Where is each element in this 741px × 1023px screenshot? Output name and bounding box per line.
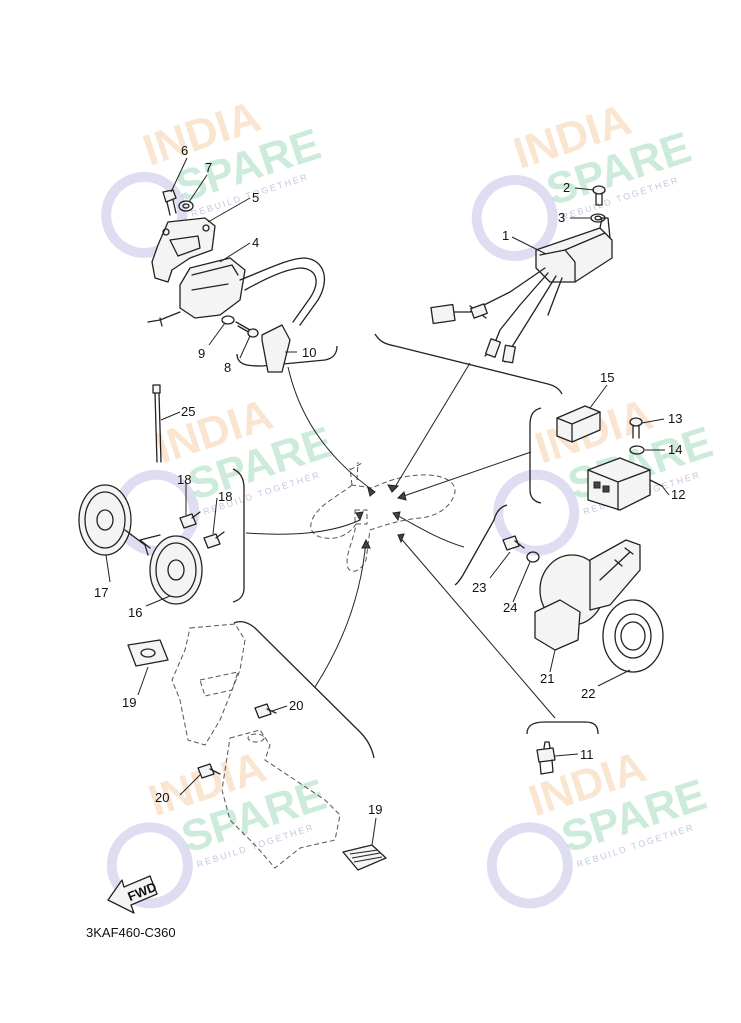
label-part-17: 17 bbox=[94, 585, 108, 600]
label-part-6: 6 bbox=[181, 143, 188, 158]
label-part-25: 25 bbox=[181, 404, 195, 419]
bolt-part-6 bbox=[162, 189, 177, 216]
label-part-1: 1 bbox=[502, 228, 509, 243]
bracket-part-5 bbox=[151, 217, 216, 283]
label-part-18b: 18 bbox=[218, 489, 232, 504]
label-part-8: 8 bbox=[224, 360, 231, 375]
cdi-unit bbox=[430, 217, 613, 364]
label-part-4: 4 bbox=[252, 235, 259, 250]
bracket-cover-group bbox=[233, 621, 375, 759]
bolt-part-23 bbox=[502, 535, 525, 551]
label-leaders bbox=[105, 157, 670, 846]
bracket-cdi-unit bbox=[374, 333, 563, 395]
drawing-code: 3KAF460-C360 bbox=[86, 925, 176, 940]
side-cover-lower bbox=[221, 729, 341, 869]
horn-part-16 bbox=[139, 534, 203, 605]
label-part-19b: 19 bbox=[368, 802, 382, 817]
label-part-23: 23 bbox=[472, 580, 486, 595]
side-cover-upper bbox=[171, 623, 246, 746]
bracket-horn-group bbox=[232, 468, 245, 603]
label-part-24: 24 bbox=[503, 600, 517, 615]
label-part-10: 10 bbox=[302, 345, 316, 360]
bolt-part-8 bbox=[235, 321, 259, 338]
vehicle-frame-outline bbox=[310, 461, 456, 572]
label-part-5: 5 bbox=[252, 190, 259, 205]
washer-part-7 bbox=[178, 200, 194, 212]
watermark-bottom-right: INDIA SPARE REBUILD TOGETHER bbox=[486, 742, 712, 909]
grommet-part-19b bbox=[342, 844, 387, 871]
label-part-9: 9 bbox=[198, 346, 205, 361]
grommet-part-19a bbox=[127, 639, 169, 667]
screw-part-20a bbox=[254, 703, 277, 719]
frame-leaders bbox=[245, 362, 556, 719]
watermark-bottom-left: INDIA SPARE REBUILD TOGETHER bbox=[106, 742, 332, 909]
screw-part-20b bbox=[197, 763, 221, 779]
label-part-15: 15 bbox=[600, 370, 614, 385]
relay-unit-part-12 bbox=[587, 457, 663, 511]
pickup-assembly-part-21 bbox=[534, 539, 641, 651]
label-part-11: 11 bbox=[580, 747, 594, 762]
neutral-switch-part-11 bbox=[536, 741, 556, 775]
label-part-19a: 19 bbox=[122, 695, 136, 710]
label-part-13: 13 bbox=[668, 411, 682, 426]
label-part-18a: 18 bbox=[177, 472, 191, 487]
cable-tie bbox=[152, 384, 162, 463]
label-part-21: 21 bbox=[540, 671, 554, 686]
bolt-part-18b bbox=[203, 531, 225, 549]
relay-part-15 bbox=[556, 405, 601, 443]
bolt-part-18a bbox=[179, 511, 201, 529]
bracket-ignition-coil bbox=[236, 345, 338, 367]
label-part-3: 3 bbox=[558, 210, 565, 225]
horn-part-17 bbox=[78, 484, 149, 556]
washer-part-14 bbox=[629, 445, 645, 455]
bracket-neutral-switch bbox=[526, 721, 599, 735]
label-part-22: 22 bbox=[581, 686, 595, 701]
label-part-7: 7 bbox=[205, 160, 212, 175]
washer-part-24 bbox=[526, 551, 540, 563]
label-part-20b: 20 bbox=[155, 790, 169, 805]
rotor-part-22 bbox=[602, 599, 664, 673]
label-part-12: 12 bbox=[671, 487, 685, 502]
label-part-20a: 20 bbox=[289, 698, 303, 713]
bracket-sensor-group bbox=[454, 504, 508, 586]
screw-part-13 bbox=[629, 417, 643, 439]
label-part-16: 16 bbox=[128, 605, 142, 620]
bracket-relay-group bbox=[529, 407, 542, 504]
label-part-2: 2 bbox=[563, 180, 570, 195]
ignition-coil bbox=[147, 257, 326, 373]
part-labels: 6 7 5 4 9 8 10 2 3 1 25 18 18 17 16 15 1… bbox=[94, 143, 685, 817]
label-part-14: 14 bbox=[668, 442, 682, 457]
washer-part-9 bbox=[221, 315, 235, 325]
